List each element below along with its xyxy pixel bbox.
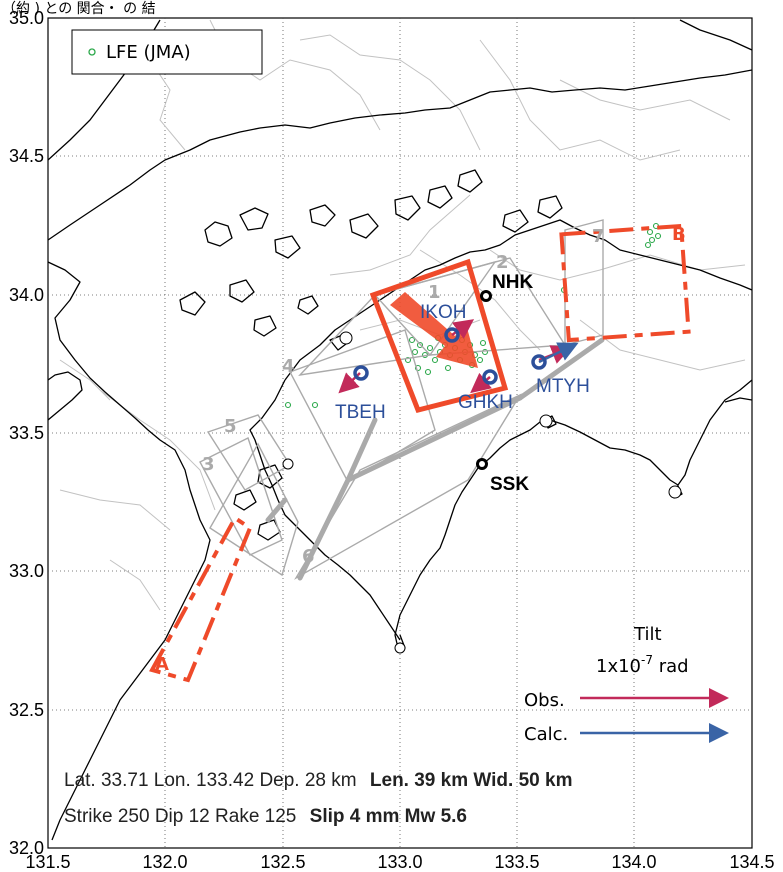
segment-7-label: 7	[592, 226, 605, 247]
segment-6-label: 6	[302, 546, 315, 567]
segment-3-label: 3	[202, 454, 215, 475]
lat-tick-label: 34.5	[9, 146, 44, 166]
lat-tick-label: 34.0	[9, 285, 44, 305]
tilt-legend-title: Tilt	[633, 624, 662, 645]
segment-7-outline	[564, 219, 604, 346]
station-ssk-label: SSK	[490, 474, 529, 495]
lon-tick-label: 132.5	[260, 852, 305, 872]
station-ghkh-label: GHKH	[458, 392, 513, 413]
obs-label: Obs.	[524, 690, 565, 711]
lat-tick-label: 33.5	[9, 423, 44, 443]
legend: LFE (JMA)	[71, 29, 263, 75]
small-circles	[282, 331, 682, 654]
lon-tick-label: 132.0	[142, 852, 187, 872]
segment-3b-outline	[209, 442, 299, 577]
tilt-legend-scale: 1x10-7 rad	[596, 653, 689, 677]
lon-tick-label: 131.5	[25, 852, 70, 872]
fault-traces	[265, 337, 605, 581]
lon-tick-label: 133.5	[494, 852, 539, 872]
estimated-fault-outline	[369, 258, 509, 413]
segment-4-label: 4	[282, 356, 295, 377]
station-mtyh-marker	[531, 354, 547, 370]
fault-params-line1: Lat. 33.71 Lon. 133.42 Dep. 28 km Len. 3…	[64, 770, 572, 791]
slip-arrow	[390, 292, 478, 368]
lat-tick-label: 35.0	[9, 8, 44, 28]
area-b-outline	[559, 223, 691, 343]
lfe-legend-marker	[88, 48, 96, 56]
station-nhk-label: NHK	[492, 272, 533, 293]
lat-tick-label: 32.5	[9, 700, 44, 720]
station-ssk-marker	[476, 458, 488, 470]
station-ghkh-marker	[482, 369, 498, 385]
fault-params-line2: Strike 250 Dip 12 Rake 125 Slip 4 mm Mw …	[64, 806, 467, 827]
boundaries	[59, 19, 746, 611]
segment-1-label: 1	[428, 282, 441, 303]
segment-4-outline	[289, 329, 436, 483]
legend-label: LFE (JMA)	[106, 42, 191, 63]
area-b-label: B	[672, 224, 686, 245]
lon-tick-label: 133.0	[377, 852, 422, 872]
station-tbeh-marker	[353, 365, 369, 381]
segment-2-label: 2	[496, 252, 509, 273]
area-a-label: A	[155, 654, 169, 675]
lat-tick-label: 33.0	[9, 561, 44, 581]
lon-tick-labels: 131.5 132.0 132.5 133.0 133.5 134.0 134.…	[25, 852, 774, 872]
lat-tick-label: 32.0	[9, 838, 44, 858]
lat-tick-labels: 35.0 34.5 34.0 33.5 33.0 32.5 32.0	[9, 8, 44, 858]
grid	[48, 18, 752, 848]
header-caption: （約 ) との 関合・ の 結	[2, 1, 156, 17]
station-ikoh-label: IKOH	[420, 302, 466, 323]
tilt-legend: Tilt 1x10-7 rad Obs. Calc.	[524, 624, 729, 745]
calc-label: Calc.	[524, 724, 568, 745]
segment-5-label: 5	[224, 416, 237, 437]
area-a-outline	[149, 515, 253, 683]
station-mtyh-label: MTYH	[536, 376, 590, 397]
lon-tick-label: 134.5	[729, 852, 774, 872]
station-nhk-marker	[480, 290, 492, 302]
station-ikoh-marker	[444, 327, 460, 343]
station-tbeh-label: TBEH	[335, 402, 386, 423]
lon-tick-label: 134.0	[611, 852, 656, 872]
